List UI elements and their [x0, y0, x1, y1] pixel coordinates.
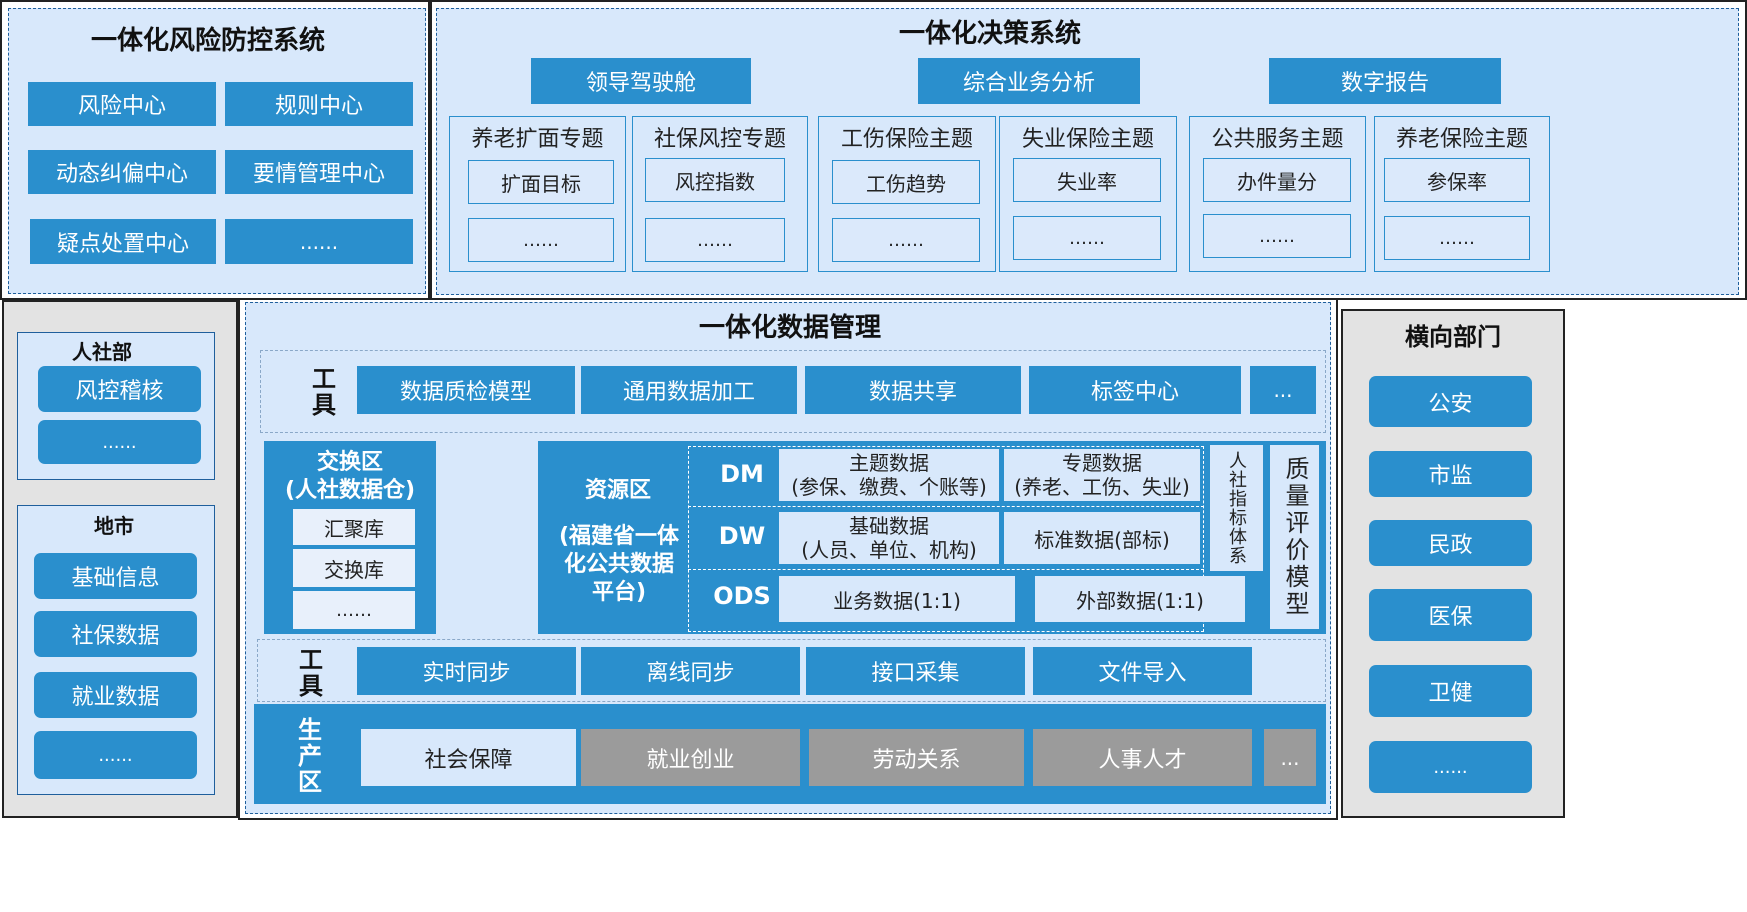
topic-title: 社保风控专题 [653, 127, 786, 152]
topic-title: 养老扩面专题 [471, 127, 604, 152]
topic-column [1374, 116, 1550, 272]
topic-item[interactable]: 工伤趋势 [832, 160, 980, 204]
topic-title: 工伤保险主题 [840, 127, 973, 152]
indicator-system[interactable]: 人社指标体系 [1209, 444, 1264, 572]
exchange-item[interactable]: 交换库 [292, 548, 416, 588]
decision-title: 一体化决策系统 [898, 18, 1081, 49]
tool-bottom-item[interactable]: 接口采集 [806, 647, 1025, 695]
tool-top-item[interactable]: 标签中心 [1029, 366, 1241, 414]
topic-more[interactable]: …… [1013, 216, 1161, 260]
city-item[interactable]: 基础信息 [34, 553, 197, 599]
topic-column [818, 116, 996, 272]
tool-bottom-item[interactable]: 离线同步 [581, 647, 800, 695]
topic-item[interactable]: 风控指数 [645, 158, 785, 202]
prod-item-social-security[interactable]: 社会保障 [361, 729, 576, 786]
dept-item-more[interactable]: ...... [1369, 741, 1532, 793]
resource-subtitle: (福建省一体化公共数据平台) [558, 524, 680, 605]
exchange-item[interactable]: 汇聚库 [292, 508, 416, 546]
topic-more[interactable]: …… [1203, 214, 1351, 258]
dw-standard-data[interactable]: 标准数据(部标) [1004, 512, 1200, 564]
topic-column [1189, 116, 1366, 272]
city-item[interactable]: 社保数据 [34, 611, 197, 657]
head-cockpit[interactable]: 领导驾驶舱 [531, 58, 751, 104]
topic-item[interactable]: 扩面目标 [468, 160, 614, 204]
topic-more[interactable]: …… [468, 218, 614, 262]
topic-more[interactable]: …… [832, 218, 980, 262]
tools-bottom-frame [257, 639, 1326, 702]
tool-top-item[interactable]: 数据质检模型 [357, 366, 575, 414]
ods-business-data[interactable]: 业务数据(1:1) [779, 576, 1015, 622]
head-analysis[interactable]: 综合业务分析 [918, 58, 1140, 104]
topic-more[interactable]: …… [1384, 216, 1530, 260]
tool-top-item[interactable]: 通用数据加工 [581, 366, 797, 414]
prod-item[interactable]: 就业创业 [581, 729, 800, 786]
rsb-item-more[interactable]: ...... [38, 420, 201, 464]
topic-column [632, 116, 808, 272]
topic-item[interactable]: 参保率 [1384, 158, 1530, 202]
topic-item[interactable]: 办件量分 [1203, 158, 1351, 202]
dm-topic-data[interactable]: 专题数据 (养老、工伤、失业) [1004, 449, 1200, 501]
dept-item[interactable]: 卫健 [1369, 665, 1532, 717]
city-item-more[interactable]: ...... [34, 731, 197, 779]
topic-title: 养老保险主题 [1395, 127, 1528, 152]
exchange-item-more[interactable]: …… [292, 590, 416, 630]
rsb-title: 人社部 [72, 339, 132, 364]
topic-more[interactable]: …… [645, 218, 785, 262]
production-label: 生产区 [293, 717, 322, 795]
layer-frame [688, 446, 1204, 632]
risk-item-4[interactable]: 要情管理中心 [225, 150, 413, 194]
data-title: 一体化数据管理 [698, 312, 881, 343]
dm-theme-data[interactable]: 主题数据 (参保、缴费、个账等) [779, 449, 999, 501]
layer-dm-label: DM [720, 460, 764, 488]
tools-top-frame [260, 350, 1326, 433]
topic-column [999, 116, 1177, 272]
risk-item-1[interactable]: 风险中心 [28, 82, 216, 126]
risk-item-3[interactable]: 动态纠偏中心 [28, 150, 216, 194]
dept-item[interactable]: 民政 [1369, 520, 1532, 566]
city-item[interactable]: 就业数据 [34, 672, 197, 718]
prod-item-more[interactable]: ... [1264, 729, 1316, 786]
risk-outer-frame [0, 0, 430, 300]
topic-title: 公共服务主题 [1211, 127, 1344, 152]
risk-title: 一体化风险防控系统 [90, 25, 325, 56]
topic-item[interactable]: 失业率 [1013, 158, 1161, 202]
topic-title: 失业保险主题 [1021, 127, 1154, 152]
head-report[interactable]: 数字报告 [1269, 58, 1501, 104]
tool-top-item[interactable]: 数据共享 [805, 366, 1021, 414]
risk-item-5[interactable]: 疑点处置中心 [30, 219, 216, 264]
rsb-item[interactable]: 风控稽核 [38, 366, 201, 412]
layer-divider [688, 506, 1204, 507]
tool-top-more[interactable]: ... [1250, 366, 1316, 414]
city-title: 地市 [94, 513, 134, 538]
right-title: 横向部门 [1405, 322, 1501, 351]
dw-base-data[interactable]: 基础数据 (人员、单位、机构) [779, 512, 999, 564]
dept-item[interactable]: 医保 [1369, 589, 1532, 641]
data-outer-frame [238, 298, 1338, 820]
exchange-title: 交换区 (人社数据仓) [284, 450, 416, 503]
quality-model[interactable]: 质量评价模型 [1269, 444, 1320, 630]
risk-item-more[interactable]: ...... [225, 219, 413, 264]
prod-item[interactable]: 人事人才 [1033, 729, 1252, 786]
tools-top-label: 工具 [307, 366, 336, 418]
tools-bottom-label: 工具 [294, 647, 323, 699]
dept-item[interactable]: 公安 [1369, 376, 1532, 427]
topic-column [449, 116, 626, 272]
resource-title: 资源区 [584, 478, 651, 503]
tool-bottom-item[interactable]: 文件导入 [1033, 647, 1252, 695]
prod-item[interactable]: 劳动关系 [809, 729, 1024, 786]
layer-ods-label: ODS [713, 582, 771, 610]
ods-external-data[interactable]: 外部数据(1:1) [1035, 576, 1245, 622]
layer-divider [688, 569, 1204, 570]
layer-dw-label: DW [718, 522, 766, 550]
dept-item[interactable]: 市监 [1369, 451, 1532, 497]
tool-bottom-item[interactable]: 实时同步 [357, 647, 576, 695]
risk-item-2[interactable]: 规则中心 [225, 82, 413, 126]
